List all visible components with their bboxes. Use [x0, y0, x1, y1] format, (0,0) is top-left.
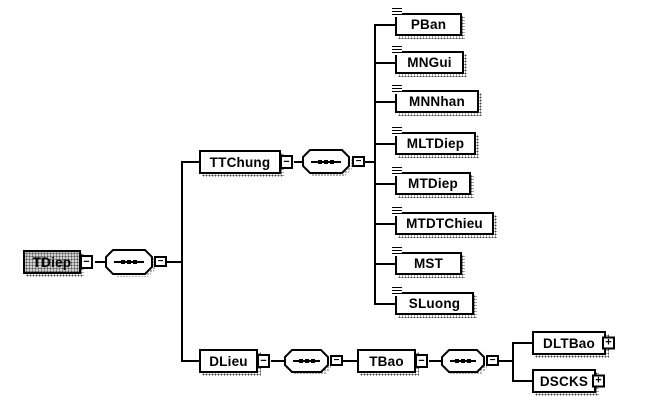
element-label: TTChung	[209, 154, 271, 170]
sequence-compositor-icon[interactable]	[284, 349, 331, 375]
element-pban[interactable]: PBan	[392, 8, 465, 39]
element-mngui[interactable]: MNGui	[392, 46, 467, 77]
collapse-button[interactable]: −	[330, 355, 343, 366]
collapse-button[interactable]: −	[486, 355, 499, 366]
element-label: MLTDiep	[406, 136, 465, 151]
element-label: SLuong	[408, 296, 461, 311]
element-label: MNGui	[407, 55, 452, 70]
element-label: MNNhan	[409, 94, 465, 109]
element-label: MTDiep	[408, 176, 458, 191]
expand-button[interactable]: +	[592, 374, 605, 388]
expand-button[interactable]: +	[602, 336, 615, 350]
element-label: TDiep	[32, 254, 72, 270]
collapse-button[interactable]: −	[80, 255, 93, 269]
sequence-compositor-icon[interactable]	[105, 249, 155, 277]
sequence-compositor-icon[interactable]	[302, 149, 352, 176]
element-label: MTDTChieu	[406, 216, 483, 231]
text-lines-icon	[392, 127, 402, 136]
element-label: DLieu	[209, 353, 248, 369]
element-mtdtchieu[interactable]: MTDTChieu	[392, 207, 497, 238]
text-lines-icon	[392, 85, 402, 94]
collapse-button[interactable]: −	[352, 156, 365, 167]
collapse-button[interactable]: −	[257, 354, 270, 368]
element-sluong[interactable]: SLuong	[392, 287, 477, 318]
element-mtdiep[interactable]: MTDiep	[392, 167, 474, 198]
collapse-button[interactable]: −	[280, 155, 293, 169]
element-mnnhan[interactable]: MNNhan	[392, 85, 482, 116]
text-lines-icon	[392, 46, 402, 55]
sequence-compositor-icon[interactable]	[441, 349, 487, 375]
element-tbao[interactable]: TBao −	[357, 349, 428, 376]
text-lines-icon	[392, 247, 402, 256]
element-label: TBao	[369, 353, 404, 369]
text-lines-icon	[392, 207, 402, 216]
element-mltdiep[interactable]: MLTDiep	[392, 127, 479, 158]
element-dltbao[interactable]: DLTBao +	[532, 331, 615, 358]
element-dscks[interactable]: DSCKS +	[532, 369, 605, 396]
element-tdiep[interactable]: TDiep −	[23, 250, 93, 277]
text-lines-icon	[392, 287, 402, 296]
element-ttchung[interactable]: TTChung −	[199, 150, 293, 177]
element-label: PBan	[410, 17, 447, 32]
text-lines-icon	[392, 167, 402, 176]
element-label: DSCKS	[539, 373, 589, 389]
element-dlieu[interactable]: DLieu −	[199, 349, 270, 376]
collapse-button[interactable]: −	[154, 256, 167, 267]
collapse-button[interactable]: −	[415, 354, 428, 368]
element-label: DLTBao	[543, 335, 595, 351]
text-lines-icon	[392, 8, 402, 17]
element-label: MST	[413, 256, 444, 271]
element-mst[interactable]: MST	[392, 247, 465, 278]
